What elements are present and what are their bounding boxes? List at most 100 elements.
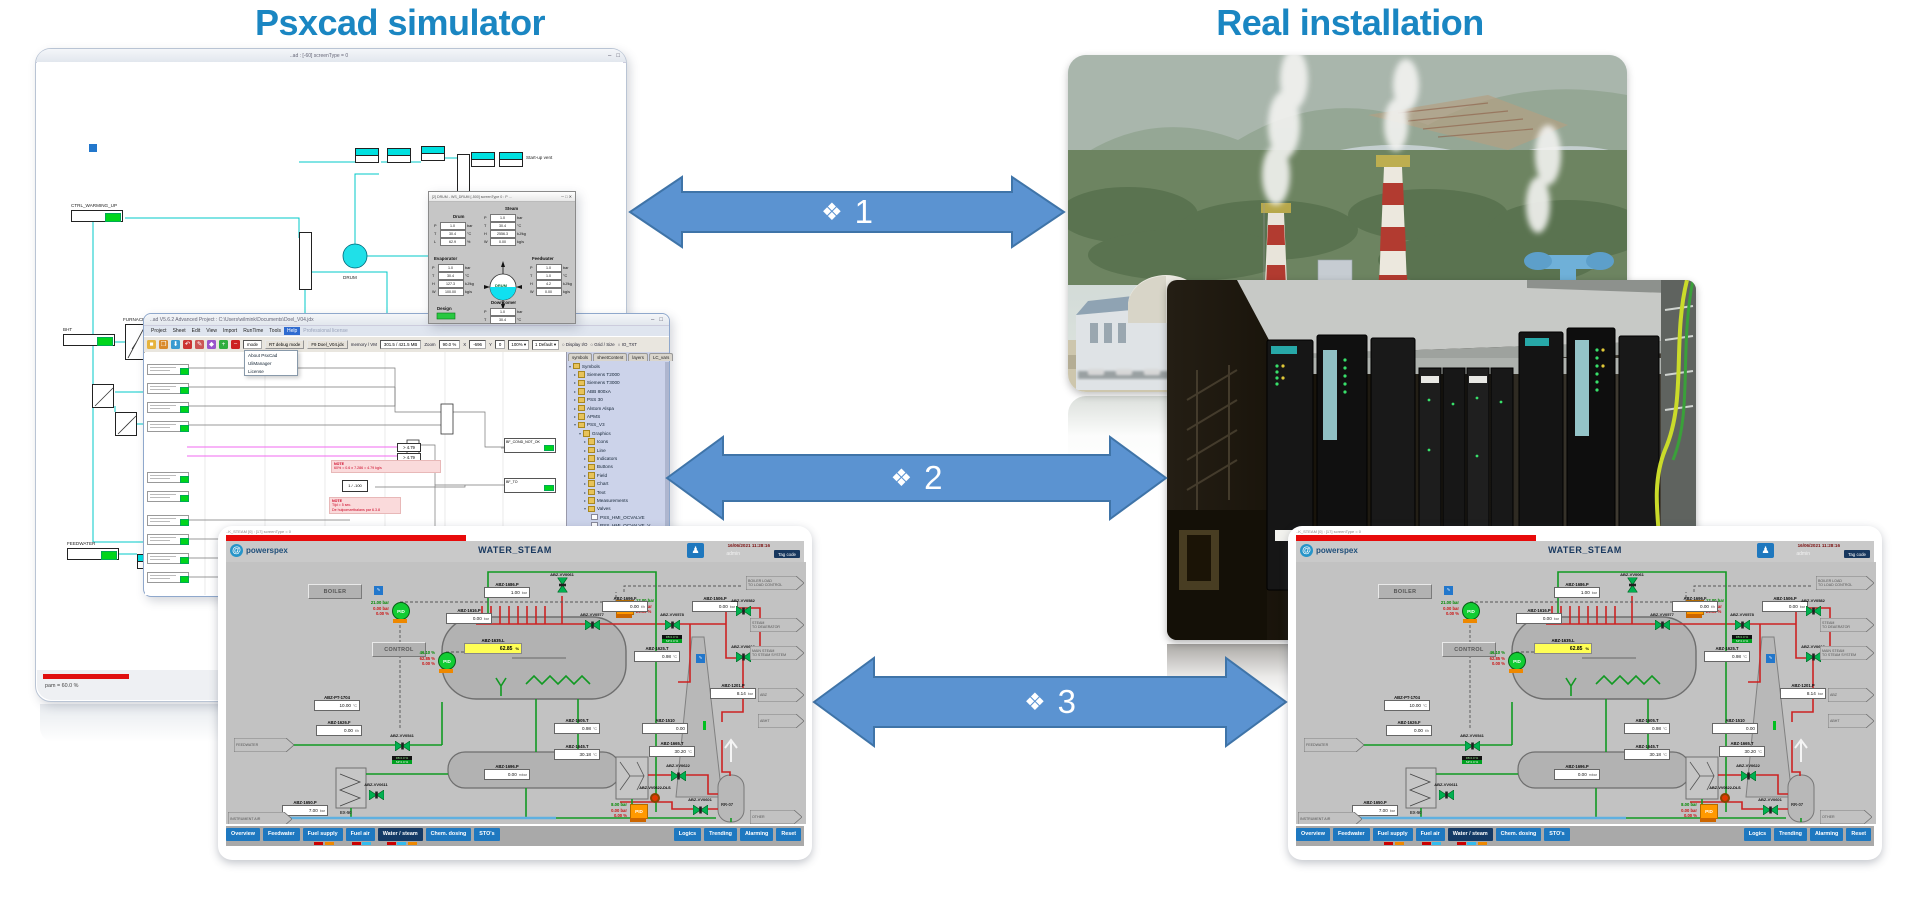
valve-ABZ-VV0577[interactable]: ABZ-VV0577 bbox=[577, 612, 607, 635]
nav-button-overview[interactable]: Overview bbox=[226, 827, 260, 841]
menu-item-view[interactable]: View bbox=[206, 328, 218, 334]
toolbar-radio[interactable]: ○ Grid / Size bbox=[590, 342, 615, 347]
tree-item-indicators[interactable]: ▸Indicators bbox=[567, 454, 669, 462]
tree-item-line[interactable]: ▸Line bbox=[567, 446, 669, 454]
flowsheet-io-block[interactable] bbox=[71, 210, 123, 222]
param-value[interactable]: 0.00 bbox=[489, 238, 516, 246]
toolbar-field[interactable]: 0 bbox=[494, 340, 506, 349]
tag-code-button[interactable]: Tag code bbox=[1844, 550, 1870, 558]
route-tag-other[interactable]: OTHER bbox=[1819, 809, 1873, 824]
valve-ABZ-VV0622[interactable]: ABZ-VV0622 bbox=[663, 763, 693, 786]
valve-ABZ-VV0608[interactable]: ABZ-VV0608 bbox=[728, 644, 758, 667]
route-tag-abz[interactable]: ABZ bbox=[757, 687, 805, 703]
nav-button-fuel-supply[interactable]: Fuel supply bbox=[1372, 827, 1413, 841]
toolbar-button[interactable]: RT debug mode bbox=[264, 340, 305, 349]
panel-tab-symbols[interactable]: symbols bbox=[568, 353, 593, 361]
logic-input-tag[interactable] bbox=[147, 572, 189, 583]
flowsheet-block[interactable] bbox=[355, 148, 379, 163]
toolbar-icon[interactable]: ◆ bbox=[207, 340, 216, 349]
toolbar-field[interactable]: 301.5 / 421.5 MB bbox=[379, 340, 422, 349]
logic-input-tag[interactable] bbox=[147, 491, 189, 502]
trend-icon[interactable]: ∿ bbox=[1444, 586, 1453, 595]
param-value[interactable]: 1.0 bbox=[489, 214, 516, 222]
nav-button-water-steam[interactable]: Water / steam bbox=[1447, 827, 1493, 841]
valve-ABZ-VV0061[interactable]: ABZ-VV0061 bbox=[1617, 572, 1647, 595]
route-tag-feedwater[interactable]: FEEDWATER bbox=[1303, 737, 1365, 753]
logic-input-tag[interactable] bbox=[147, 402, 189, 413]
toolbar-icon[interactable]: + bbox=[219, 340, 228, 349]
tree-item-pss_hmi_ocvalve[interactable]: PSS_HMI_OCVALVE bbox=[567, 513, 669, 521]
nav-button-logics[interactable]: Logics bbox=[1743, 827, 1772, 841]
route-tag-instrument-air[interactable]: INSTRUMENT AIR bbox=[227, 811, 293, 824]
menu-item-import[interactable]: Import bbox=[223, 328, 238, 334]
param-value[interactable]: 62.9 bbox=[439, 238, 466, 246]
logic-input-tag[interactable] bbox=[147, 515, 189, 526]
panel-tab-sheetContent[interactable]: sheetContent bbox=[593, 353, 628, 361]
heat-exchanger-block[interactable] bbox=[125, 324, 145, 360]
valve-ABZ-VV0611[interactable]: ABZ-VV0611 bbox=[361, 782, 391, 805]
nav-button-reset[interactable]: Reset bbox=[1846, 827, 1871, 841]
param-value[interactable]: 1.0 bbox=[535, 272, 562, 280]
flowsheet-block[interactable] bbox=[387, 148, 411, 163]
tree-item-graphics[interactable]: ▾Graphics bbox=[567, 429, 669, 437]
param-value[interactable]: 1.0 bbox=[437, 264, 464, 272]
toolbar-icon[interactable]: ✎ bbox=[195, 340, 204, 349]
tree-item-siemens-t2000[interactable]: ▸Siemens T2000 bbox=[567, 370, 669, 378]
nav-button-sto-s[interactable]: STO's bbox=[1544, 827, 1570, 841]
menu-item-edit[interactable]: Edit bbox=[191, 328, 201, 334]
minimize-icon[interactable]: – bbox=[651, 316, 655, 323]
drum-dialog-window-buttons[interactable]: ─ □ ✕ bbox=[561, 194, 572, 199]
output-tag[interactable]: BF_TO bbox=[504, 478, 556, 493]
trend-icon[interactable]: ∿ bbox=[374, 586, 383, 595]
nav-button-feedwater[interactable]: Feedwater bbox=[262, 827, 300, 841]
param-value[interactable]: 0.00 bbox=[535, 288, 562, 296]
distribution-block[interactable] bbox=[299, 232, 312, 290]
param-value[interactable]: 30.4 bbox=[489, 316, 516, 324]
param-value[interactable]: 2556.3 bbox=[489, 230, 516, 238]
toolbar-radio[interactable]: ○ IO_TXT bbox=[617, 342, 637, 347]
tree-item-apms[interactable]: ▸APMS bbox=[567, 412, 669, 420]
splitter-block[interactable] bbox=[115, 412, 137, 436]
nav-button-logics[interactable]: Logics bbox=[673, 827, 702, 841]
param-value[interactable]: 30.4 bbox=[489, 222, 516, 230]
toolbar-icon[interactable]: ⬇ bbox=[171, 340, 180, 349]
tree-item-pss_v3[interactable]: ▾PSS_V3 bbox=[567, 421, 669, 429]
toolbar-field[interactable]: -696 bbox=[469, 340, 486, 349]
route-tag-abht[interactable]: ABHT bbox=[757, 713, 805, 729]
dropdown-item[interactable]: License bbox=[248, 368, 264, 374]
nav-button-sto-s[interactable]: STO's bbox=[474, 827, 500, 841]
trend-icon[interactable]: ∿ bbox=[1766, 654, 1775, 663]
user-icon[interactable]: ♟ bbox=[1757, 543, 1774, 558]
tree-item-abb-800xa[interactable]: ▸ABB 800xA bbox=[567, 387, 669, 395]
flowsheet-io-block[interactable] bbox=[67, 548, 119, 560]
tree-item-measurements[interactable]: ▸Measurements bbox=[567, 496, 669, 504]
nav-button-overview[interactable]: Overview bbox=[1296, 827, 1330, 841]
maximize-icon[interactable]: □ bbox=[616, 52, 620, 59]
pid-controller[interactable]: PID bbox=[1700, 804, 1718, 819]
tree-item-pss-30[interactable]: ▸PSS 30 bbox=[567, 396, 669, 404]
pid-controller[interactable]: PID bbox=[1462, 602, 1480, 620]
trend-icon[interactable]: ∿ bbox=[696, 654, 705, 663]
logic-input-tag[interactable] bbox=[147, 383, 189, 394]
valve-ABZ-VV0611[interactable]: ABZ-VV0611 bbox=[1431, 782, 1461, 805]
pid-controller[interactable]: PID bbox=[630, 804, 648, 819]
nav-button-reset[interactable]: Reset bbox=[776, 827, 801, 841]
tree-item-field[interactable]: ▸Field bbox=[567, 471, 669, 479]
